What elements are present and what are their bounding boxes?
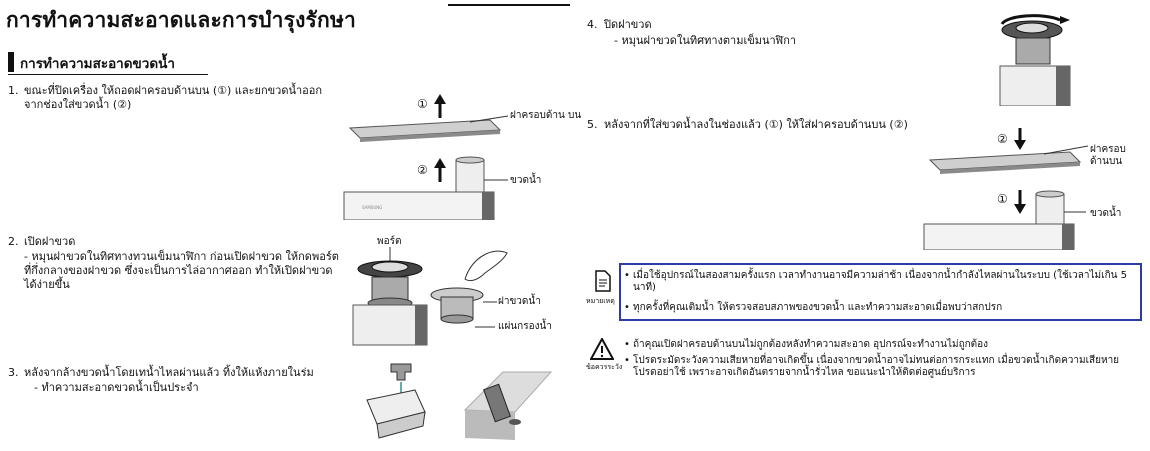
note-bullet-2: • <box>624 302 630 313</box>
step4-number: 4. <box>587 18 598 31</box>
caution-bullet-2: • <box>624 355 630 366</box>
step5-label-bottle: ขวดน้ำ <box>1090 208 1122 219</box>
step1-mark2: ② <box>417 163 428 177</box>
step4-heading: ปิดฝาขวด <box>604 18 652 31</box>
step5-text: หลังจากที่ใส่ขวดน้ำลงในช่องแล้ว (①) ให้ใ… <box>604 118 908 131</box>
note-label: หมายเหตุ <box>586 297 615 305</box>
device-brand: SAMSUNG <box>362 205 383 210</box>
page-title: การทำความสะอาดและการบำรุงรักษา <box>6 8 356 32</box>
note-box <box>619 263 1142 321</box>
step3-illustration <box>366 363 553 440</box>
step2-label-cap: ฝาขวดน้ำ <box>498 296 541 307</box>
step2-text: - หมุนฝาขวดในทิศทางทวนเข็มนาฬิกา ก่อนเปิ… <box>24 250 339 291</box>
step3-number: 3. <box>8 366 19 379</box>
section-rule <box>8 74 208 75</box>
step1-label-bottle: ขวดน้ำ <box>510 175 542 186</box>
step1-number: 1. <box>8 84 19 97</box>
note-bullet-1: • <box>624 270 630 281</box>
step3-text: - ทำความสะอาดขวดน้ำเป็นประจำ <box>34 381 199 394</box>
note-item-1: เมื่อใช้อุปกรณ์ในสองสามครั้งแรก เวลาทำงา… <box>633 270 1127 293</box>
step4-illustration <box>999 14 1071 106</box>
step4-text: - หมุนฝาขวดในทิศทางตามเข็มนาฬิกา <box>614 34 797 47</box>
caution-item-2: โปรดระมัดระวังความเสียหายที่อาจเกิดขึ้น … <box>633 355 1120 378</box>
caution-item-1: ถ้าคุณเปิดฝาครอบด้านบนไม่ถูกต้องหลังทำคว… <box>633 339 989 350</box>
note-item-2: ทุกครั้งที่คุณเติมน้ำ ให้ตรวจสอบสภาพของข… <box>633 302 1003 313</box>
section-title: การทำความสะอาดขวดน้ำ <box>20 56 175 72</box>
step2-heading: เปิดฝาขวด <box>24 235 76 248</box>
step2-illustration <box>352 247 508 346</box>
step5-label-cover: ฝาครอบ ด้านบน <box>1090 144 1126 167</box>
step2-label-filter: แผ่นกรองน้ำ <box>498 321 552 332</box>
step1-text: ขณะที่ปิดเครื่อง ให้ถอดฝาครอบด้านบน (①) … <box>24 84 323 111</box>
step3-heading: หลังจากล้างขวดน้ำโดยเทน้ำไหลผ่านแล้ว ทิ้… <box>24 366 314 379</box>
title-rule <box>448 4 570 6</box>
step1-mark1: ① <box>417 97 428 111</box>
section-bar <box>8 52 14 72</box>
step5-mark1: ② <box>997 132 1008 146</box>
caution-bullet-1: • <box>624 339 630 350</box>
step5-number: 5. <box>587 118 598 131</box>
step2-number: 2. <box>8 235 19 248</box>
step1-label-cover: ฝาครอบด้าน บน <box>510 110 582 121</box>
step2-label-port: พอร์ต <box>377 236 402 247</box>
step1-illustration <box>343 94 509 220</box>
warning-icon <box>590 338 614 360</box>
step5-illustration <box>923 128 1089 250</box>
step5-mark2: ① <box>997 192 1008 206</box>
note-icon <box>595 270 611 292</box>
caution-label: ข้อควรระวัง <box>586 363 623 371</box>
